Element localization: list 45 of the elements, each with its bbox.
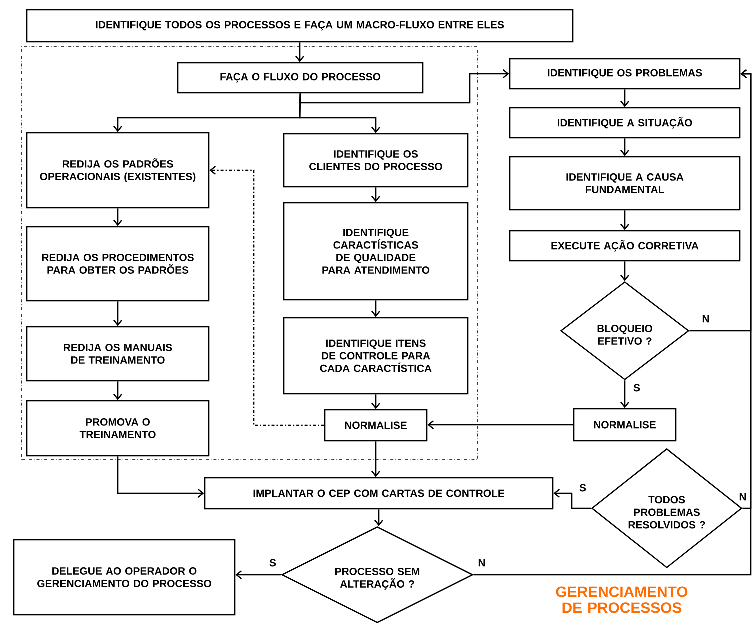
edge-label: S (578, 483, 588, 493)
edge-label: S (268, 558, 278, 568)
process-box: REDIJA OS PADRÕES OPERACIONAIS (EXISTENTES) (26, 132, 210, 209)
arrow (620, 262, 630, 282)
arrow (114, 208, 122, 226)
arrow (296, 42, 304, 62)
arrow (620, 380, 630, 408)
arrow (236, 570, 282, 580)
edge-label: S (632, 383, 642, 393)
process-box: EXECUTE AÇÃO CORRETIVA (509, 230, 741, 262)
arrow (372, 188, 380, 202)
arrow (372, 394, 380, 410)
arrow (428, 420, 574, 430)
process-box: DELEGUE AO OPERADOR O GERENCIAMENTO DO PROCESSO (13, 539, 236, 616)
arrow (620, 138, 630, 156)
process-box: PROMOVA O TREINAMENTO (26, 400, 210, 457)
process-box: NORMALISE (573, 408, 677, 442)
arrow (372, 442, 380, 478)
process-box: IDENTIFIQUE OS CLIENTES DO PROCESSO (283, 133, 469, 188)
arrow (114, 302, 122, 326)
process-box: IMPLANTAR O CEP COM CARTAS DE CONTROLE (204, 477, 554, 510)
arrow (374, 510, 384, 526)
dashed-frame (22, 46, 478, 460)
process-box: IDENTIFIQUE OS PROBLEMAS (509, 58, 741, 90)
process-box: NORMALISE (324, 409, 428, 442)
edge-label: N (477, 558, 487, 568)
arrow (372, 300, 380, 318)
process-box: IDENTIFIQUE ITENS DE CONTROLE PARA CADA CARACTÍSTICA (283, 317, 469, 395)
process-box: FAÇA O FLUXO DO PROCESSO (177, 62, 424, 94)
process-box: REDIJA OS MANUAIS DE TREINAMENTO (26, 326, 210, 382)
arrow (114, 382, 122, 400)
arrow (474, 70, 752, 576)
arrow (299, 70, 510, 104)
arrow (210, 166, 324, 426)
process-box: IDENTIFIQUE A CAUSA FUNDAMENTAL (509, 156, 741, 211)
section-title: GERENCIAMENTO DE PROCESSOS (556, 586, 688, 614)
edge-label: N (701, 314, 711, 324)
arrow (554, 489, 592, 510)
arrow (620, 90, 630, 108)
arrow (620, 210, 630, 230)
process-box: REDIJA OS PROCEDIMENTOS PARA OBTER OS PADRÕES (26, 226, 210, 302)
process-box: IDENTIFIQUE TODOS OS PROCESSOS E FAÇA UM MACRO-FLUXO ENTRE ELES (26, 9, 574, 43)
process-box: IDENTIFIQUE A SITUAÇÃO (509, 107, 741, 139)
arrow (117, 456, 204, 498)
process-box: IDENTIFIQUE CARACTÍSTICAS DE QUALIDADE PARA ATENDIMENTO (283, 202, 469, 301)
